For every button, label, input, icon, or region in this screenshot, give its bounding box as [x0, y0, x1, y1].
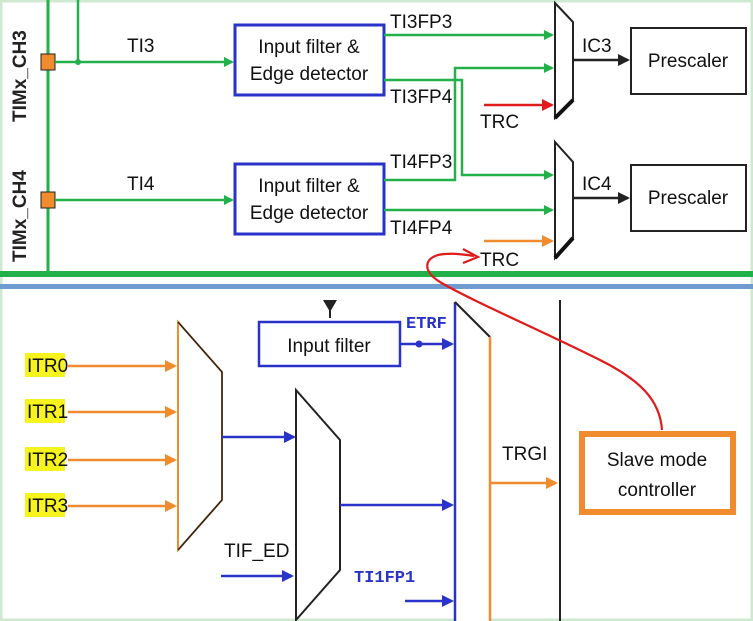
slave-mode-line1: Slave mode	[607, 450, 707, 471]
pin-pad-ch4	[40, 191, 56, 209]
trgi-mux-top	[454, 301, 491, 338]
prescaler-ch3-label: Prescaler	[648, 51, 729, 72]
input-filter-label: Input filter	[287, 336, 371, 357]
mux-ic4-select	[553, 236, 575, 260]
trc-ch4-label: TRC	[480, 250, 519, 271]
ti3-label: TI3	[127, 36, 154, 57]
separator-blue	[0, 284, 753, 289]
etrf-label: ETRF	[406, 315, 447, 334]
mux-ic3-select	[553, 98, 575, 120]
ti4fp3-label: TI4FP3	[390, 152, 452, 173]
tif-ed-label: TIF_ED	[224, 541, 289, 562]
ti3fp4-line	[384, 78, 554, 180]
itr2-label: ITR2	[27, 450, 68, 471]
itr1-highlight	[25, 399, 65, 423]
ti3fp3-label: TI3FP3	[390, 12, 452, 33]
annotation-arrowhead	[462, 248, 481, 265]
itr0-label: ITR0	[27, 356, 68, 377]
ti3fp4-label: TI3FP4	[390, 87, 453, 108]
slave-mode-controller-box	[579, 431, 736, 515]
pin-pad-ch3	[40, 53, 56, 71]
itr3-label: ITR3	[27, 496, 68, 517]
slave-mode-line2: controller	[618, 480, 697, 501]
input-filter-box	[257, 320, 402, 368]
filter-ch4-line2: Edge detector	[250, 203, 369, 224]
ti4-label: TI4	[127, 174, 155, 195]
etrf-dot	[415, 340, 423, 348]
filter-ch3-line2: Edge detector	[250, 64, 369, 85]
filter-box-ch4	[233, 162, 386, 236]
itr1-label: ITR1	[27, 402, 68, 423]
prescaler-ch3	[630, 27, 747, 95]
trigger-mux	[295, 387, 341, 621]
trgi-label: TRGI	[502, 444, 547, 465]
itr3-highlight	[25, 493, 65, 517]
filter-ch3-line1: Input filter &	[258, 37, 360, 58]
pin-label-ch4: TIMx_CH4	[10, 170, 31, 262]
separator-green	[0, 271, 753, 277]
ic3-label: IC3	[582, 36, 612, 57]
itr-mux	[177, 319, 223, 553]
trc-ch3-label: TRC	[480, 112, 519, 133]
annotation-curve	[426, 252, 664, 431]
ti4fp3-line	[384, 63, 554, 182]
itr0-highlight	[25, 353, 65, 377]
itr2-highlight	[25, 447, 65, 471]
prescaler-ch4-label: Prescaler	[648, 188, 729, 209]
prescaler-ch4	[630, 164, 747, 232]
pin-label-ch3: TIMx_CH3	[10, 30, 31, 122]
ti4fp4-label: TI4FP4	[390, 218, 453, 239]
input-filter-feed-arrow	[323, 300, 337, 312]
filter-ch4-line1: Input filter &	[258, 176, 360, 197]
ic4-label: IC4	[582, 174, 612, 195]
trgi-mux-fill	[455, 302, 490, 621]
ti1fp1-label: TI1FP1	[354, 569, 415, 588]
filter-box-ch3	[233, 23, 386, 97]
